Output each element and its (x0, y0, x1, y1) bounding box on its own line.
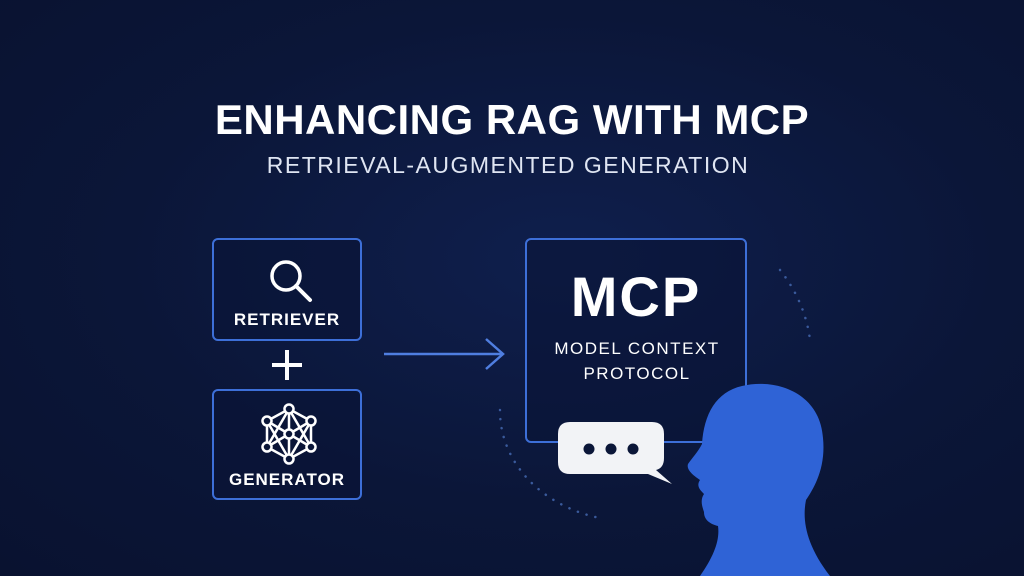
network-icon (261, 403, 317, 465)
generator-box: GENERATOR (212, 389, 362, 500)
retriever-label: RETRIEVER (233, 310, 341, 329)
search-icon (270, 260, 312, 302)
mcp-title: MCP (570, 265, 702, 328)
mcp-subtitle-line1: MODEL CONTEXT (554, 339, 720, 358)
page-subtitle: RETRIEVAL-AUGMENTED GENERATION (266, 152, 750, 178)
page-title: ENHANCING RAG WITH MCP (214, 96, 810, 143)
mcp-box: MCP MODEL CONTEXT PROTOCOL (525, 238, 747, 443)
dotted-arc-decoration (498, 268, 812, 520)
chat-bubble-icon (558, 422, 672, 484)
person-head-icon (687, 383, 830, 576)
plus-icon (272, 350, 302, 380)
arrow-right-icon (384, 338, 505, 370)
generator-label: GENERATOR (228, 470, 346, 489)
mcp-subtitle-line2: PROTOCOL (583, 364, 691, 383)
mcp-subtitle: MODEL CONTEXT PROTOCOL (537, 336, 737, 386)
retriever-box: RETRIEVER (212, 238, 362, 341)
